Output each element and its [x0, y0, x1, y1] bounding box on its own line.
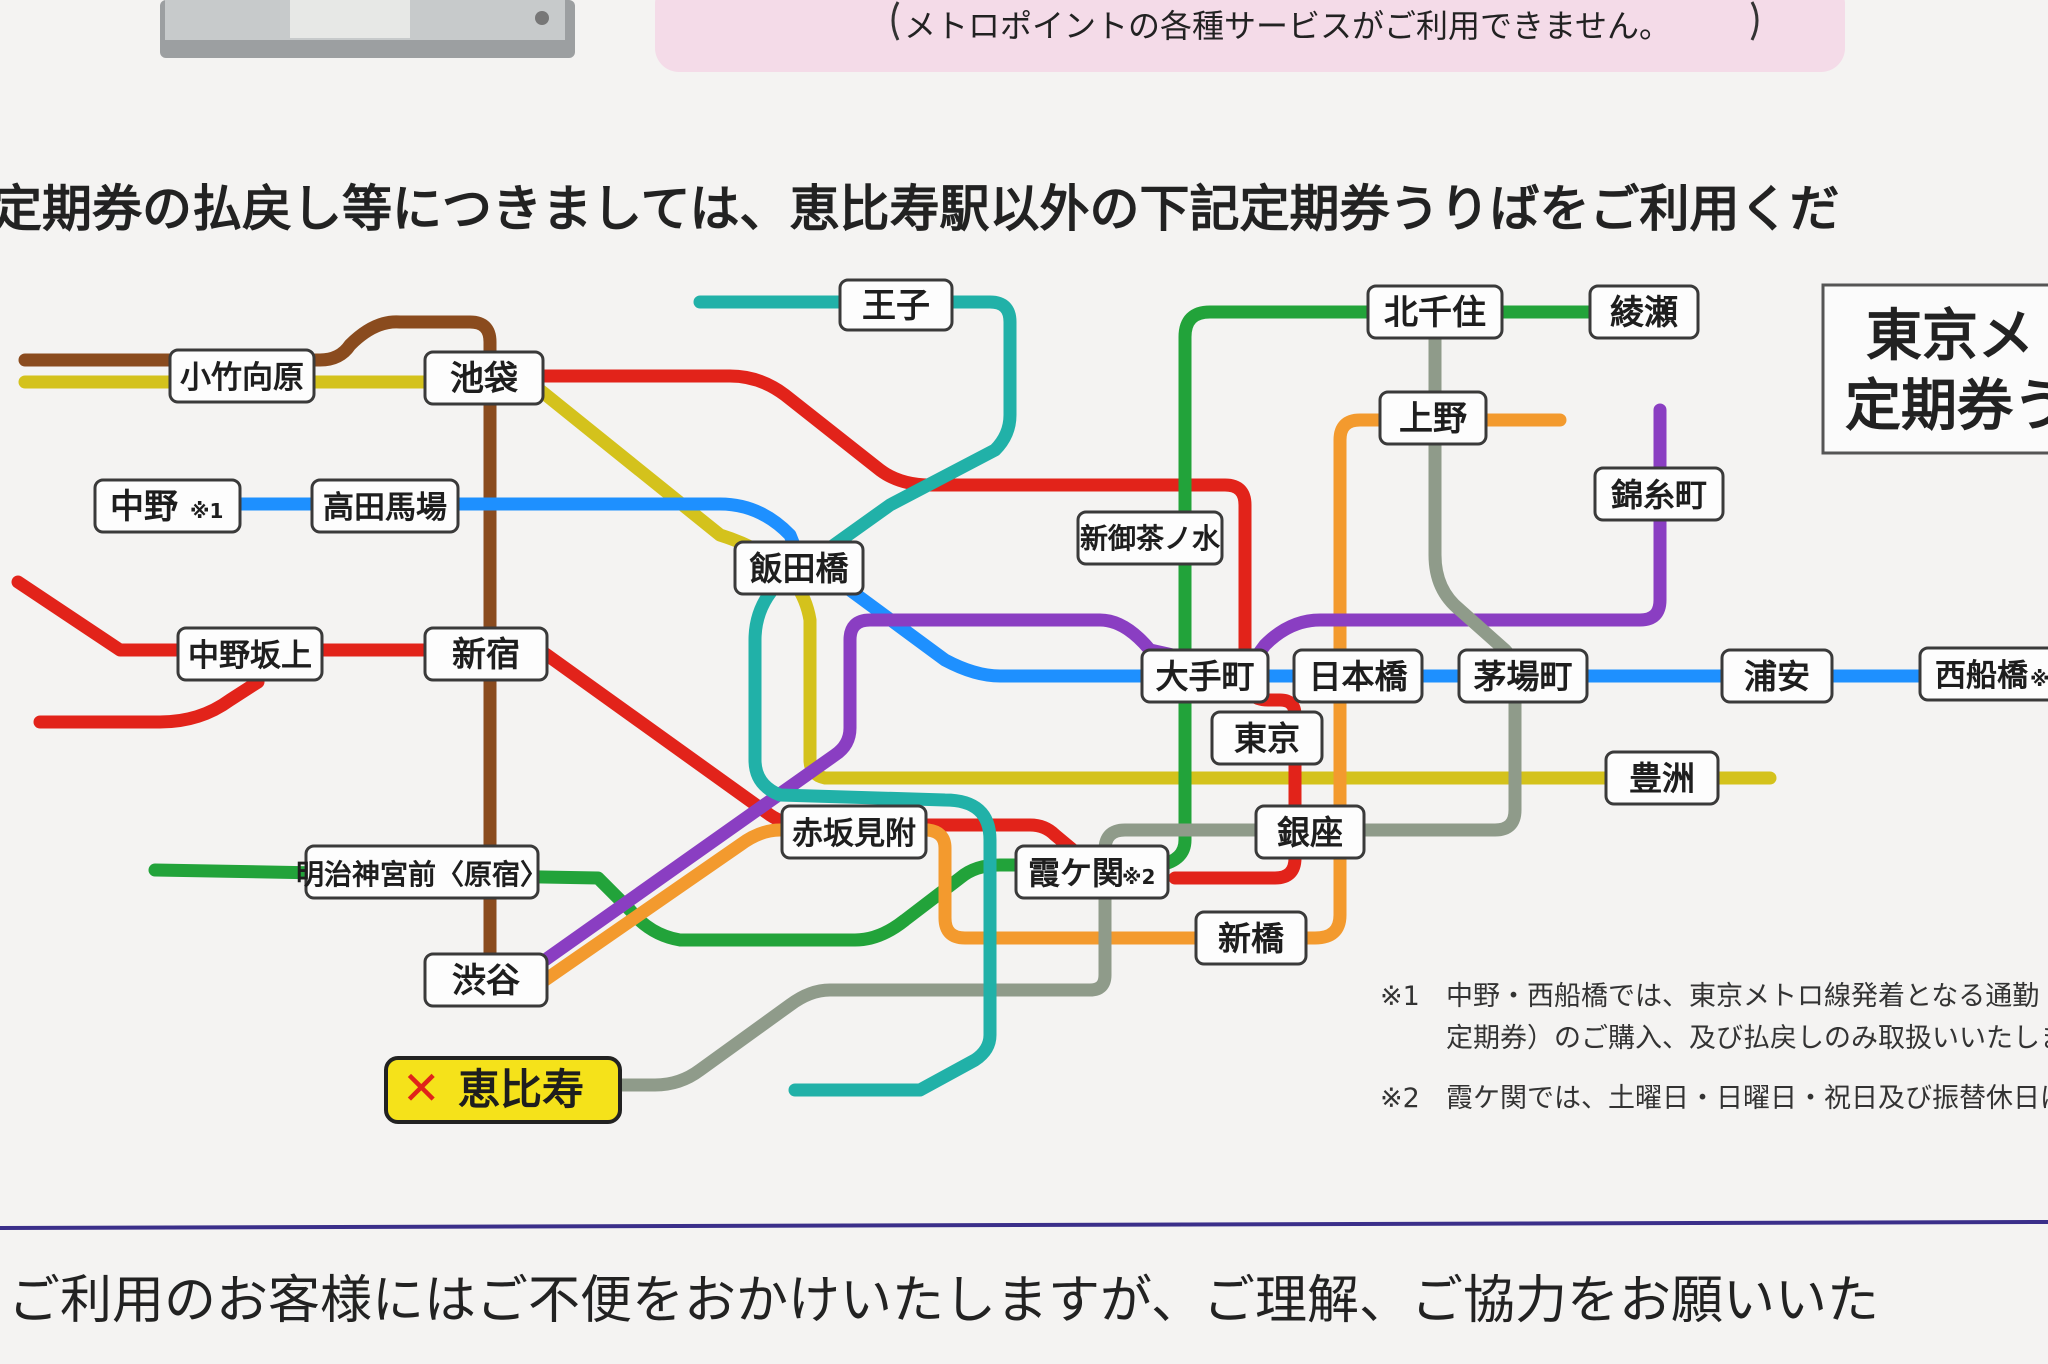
station-toyosu[interactable]: 豊洲: [1604, 750, 1720, 806]
station-urayasu-label: 浦安: [1744, 657, 1810, 696]
station-kasumigaseki-label: 霞ケ関: [1028, 854, 1124, 892]
note2-mark: ※2: [1380, 1083, 1420, 1114]
line-yurakucho: [18, 375, 1777, 785]
station-ikebukuro[interactable]: 池袋: [423, 350, 545, 406]
station-nakanosakaue-label: 中野坂上: [188, 638, 312, 674]
station-ginza-label: 銀座: [1277, 813, 1343, 852]
station-takadanobaba-label: 高田馬場: [323, 490, 447, 526]
note1-line1: 中野・西船橋では、東京メトロ線発着となる通勤・通: [1446, 981, 2048, 1012]
station-urayasu[interactable]: 浦安: [1720, 648, 1834, 704]
station-meijijingumae[interactable]: 明治神宮前〈原宿〉: [296, 844, 548, 900]
station-otemachi-label: 大手町: [1156, 657, 1255, 696]
station-akasakamitsuke[interactable]: 赤坂見附: [780, 804, 928, 860]
station-akasakamitsuke-label: 赤坂見附: [792, 816, 916, 852]
notice-banner: メトロポイントの各種サービスがご利用できません。: [655, 0, 1845, 72]
station-kayabacho-label: 茅場町: [1474, 657, 1573, 696]
station-ginza[interactable]: 銀座: [1254, 804, 1366, 860]
station-shinochanomizu-label: 新御茶ノ水: [1080, 522, 1221, 555]
ebisu-cross-icon: ✕: [402, 1061, 441, 1115]
section-divider: [0, 1220, 2048, 1230]
station-nishifunabashi-label: 西船橋: [1935, 658, 2029, 694]
station-oji[interactable]: 王子: [838, 278, 954, 332]
line-namboku: [693, 295, 1017, 1097]
footer-text: ご利用のお客様にはご不便をおかけいたしますが、ご理解、ご協力をお願いいた: [8, 1271, 1879, 1331]
station-nakano-label: 中野: [110, 487, 178, 527]
station-ebisu-label: 恵比寿: [458, 1065, 584, 1114]
note1-line2: 定期券）のご購入、及び払戻しのみ取扱いいたしま: [1446, 1023, 2048, 1054]
station-ueno-label: 上野: [1399, 399, 1467, 439]
station-shinbashi-label: 新橋: [1218, 919, 1285, 958]
station-shinjuku-label: 新宿: [452, 635, 520, 675]
station-nakano[interactable]: 中野 ※1: [93, 478, 242, 534]
ticket-machine-image: [160, 0, 575, 58]
station-iidabashi-label: 飯田橋: [750, 549, 850, 588]
station-tokyo-label: 東京: [1234, 719, 1300, 758]
station-toyosu-label: 豊洲: [1629, 759, 1695, 798]
station-nakano-mark: ※1: [190, 499, 223, 523]
station-iidabashi[interactable]: 飯田橋: [733, 540, 865, 596]
box-title-line1: 東京メ: [1866, 304, 2034, 369]
station-ebisu[interactable]: ✕ 恵比寿: [384, 1056, 622, 1124]
station-kayabacho[interactable]: 茅場町: [1457, 648, 1589, 704]
station-shinbashi[interactable]: 新橋: [1194, 910, 1308, 966]
station-ayase[interactable]: 綾瀬: [1588, 284, 1700, 340]
line-marunouchi-honancho: [33, 675, 265, 729]
station-nishifunabashi[interactable]: 西船橋 ※: [1918, 646, 2048, 702]
line-fukutoshin: [18, 315, 497, 982]
station-ayase-label: 綾瀬: [1610, 293, 1678, 333]
station-shibuya[interactable]: 渋谷: [423, 952, 549, 1008]
line-ginza: [538, 413, 1567, 987]
notice-text: メトロポイントの各種サービスがご利用できません。: [904, 7, 1671, 45]
station-ikebukuro-label: 池袋: [450, 359, 518, 399]
station-kotake-label: 小竹向原: [180, 360, 304, 396]
ticket-office-box: 東京メ 定期券う: [1821, 283, 2048, 455]
station-kasumigaseki-mark: ※2: [1122, 865, 1155, 889]
station-ueno[interactable]: 上野: [1378, 390, 1488, 446]
page-heading: 定期券の払戻し等につきましては、恵比寿駅以外の下記定期券うりばをご利用くだ: [0, 180, 1840, 238]
box-title-line2: 定期券う: [1845, 374, 2048, 439]
station-shinjuku[interactable]: 新宿: [423, 626, 549, 682]
station-tokyo[interactable]: 東京: [1210, 710, 1324, 766]
station-takadanobaba[interactable]: 高田馬場: [310, 478, 460, 534]
station-kasumigaseki[interactable]: 霞ケ関 ※2: [1014, 844, 1170, 900]
station-kotake[interactable]: 小竹向原: [168, 348, 316, 404]
station-nihonbashi[interactable]: 日本橋: [1292, 648, 1424, 704]
station-shibuya-label: 渋谷: [452, 961, 520, 1001]
station-oji-label: 王子: [862, 286, 930, 326]
station-kitasenju-label: 北千住: [1384, 293, 1486, 333]
footnotes: ※1 中野・西船橋では、東京メトロ線発着となる通勤・通 定期券）のご購入、及び払…: [1380, 981, 2048, 1114]
station-shinochanomizu[interactable]: 新御茶ノ水: [1076, 510, 1224, 566]
station-meijijingumae-label: 明治神宮前〈原宿〉: [296, 858, 548, 891]
station-nihonbashi-label: 日本橋: [1309, 657, 1409, 696]
station-kinshicho-label: 錦糸町: [1611, 476, 1707, 514]
note1-mark: ※1: [1380, 981, 1420, 1012]
station-kinshicho[interactable]: 錦糸町: [1593, 466, 1725, 522]
station-nishifunabashi-mark: ※: [2030, 667, 2048, 691]
station-nakanosakaue[interactable]: 中野坂上: [176, 626, 324, 682]
station-otemachi[interactable]: 大手町: [1140, 648, 1270, 704]
station-kitasenju[interactable]: 北千住: [1366, 284, 1504, 340]
note2-line1: 霞ケ関では、土曜日・日曜日・祝日及び振替休日は: [1446, 1083, 2048, 1114]
